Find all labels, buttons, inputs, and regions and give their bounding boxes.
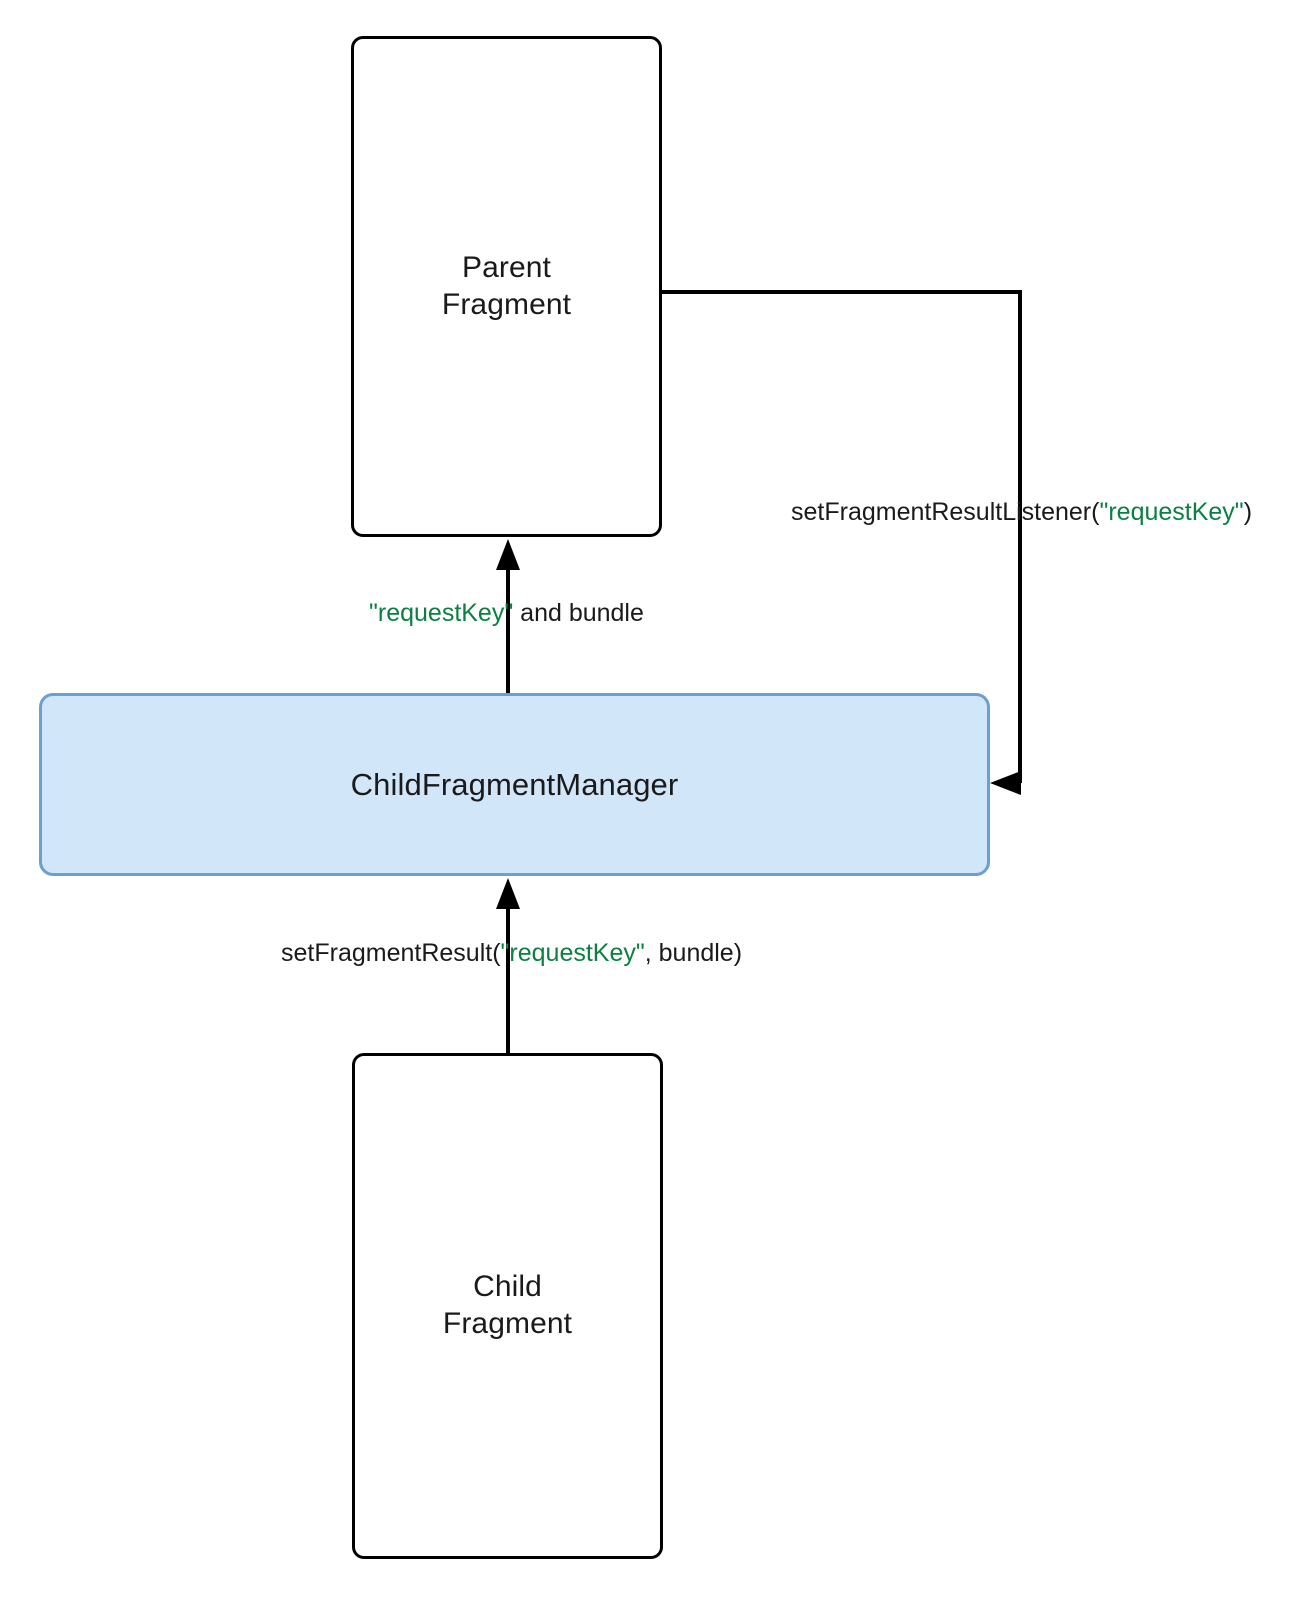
edge-label-set-fragment-result: setFragmentResult("requestKey", bundle) [281, 941, 742, 966]
edge-label-set-fragment-result-listener: setFragmentResultListener("requestKey") [791, 500, 1252, 525]
edge-label-set-result-suffix: , bundle) [644, 939, 743, 967]
node-child-fragment[interactable]: Child Fragment [352, 1053, 663, 1559]
node-child-fragment-manager-label: ChildFragmentManager [350, 766, 679, 802]
edge-label-set-result-request-key: "requestKey" [500, 939, 645, 967]
edge-label-listener-prefix: setFragmentResultListener( [791, 498, 1100, 526]
edge-label-listener-request-key: "requestKey" [1099, 498, 1244, 526]
edge-label-set-result-prefix: setFragmentResult( [281, 939, 501, 967]
node-child-fragment-label: Child Fragment [442, 1270, 573, 1340]
edge-label-result-bundle-suffix: and bundle [513, 599, 644, 627]
node-parent-fragment[interactable]: Parent Fragment [351, 36, 662, 537]
node-child-fragment-manager[interactable]: ChildFragmentManager [39, 693, 990, 876]
edge-label-listener-suffix: ) [1243, 498, 1253, 526]
edge-label-result-bundle-request-key: "requestKey" [369, 599, 514, 627]
edge-label-request-key-and-bundle: "requestKey" and bundle [369, 601, 644, 626]
node-parent-fragment-label: Parent Fragment [441, 250, 572, 321]
